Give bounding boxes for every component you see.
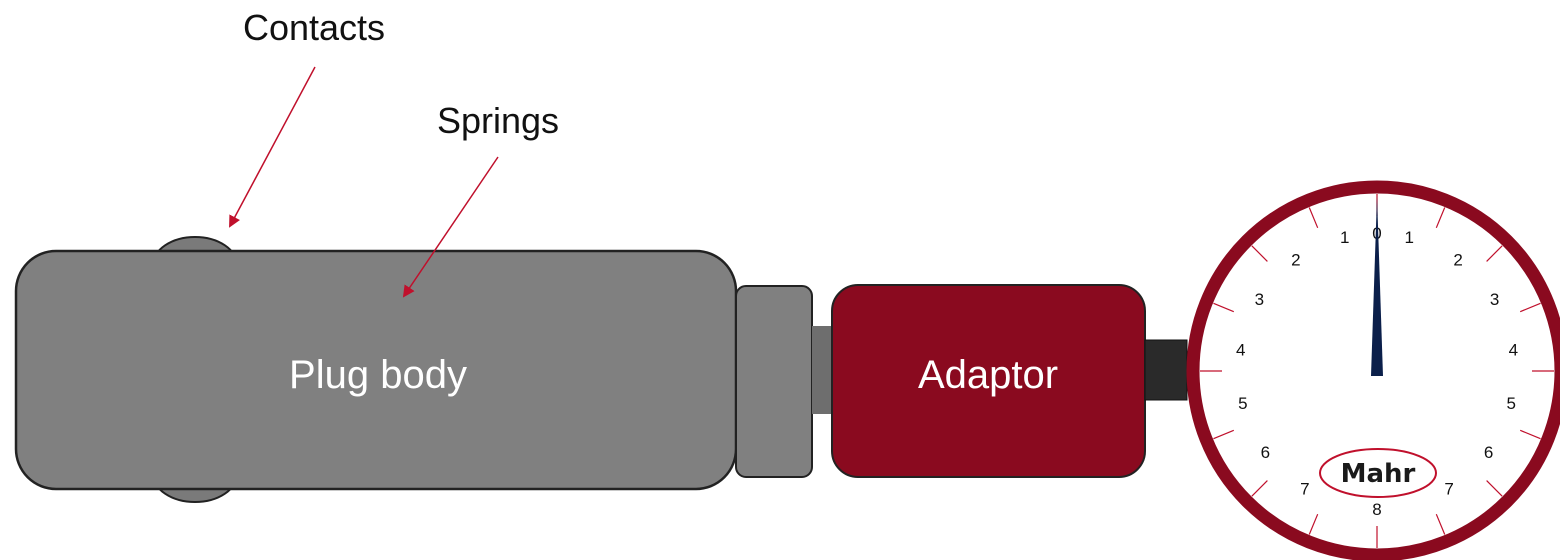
plug-collar bbox=[735, 285, 813, 478]
dial-number-right-7: 7 bbox=[1444, 480, 1453, 499]
dial-tick bbox=[1519, 302, 1541, 313]
dial-indicator: 0123456787654321 Mahr bbox=[1186, 180, 1560, 560]
dial-number-left-7: 7 bbox=[1300, 480, 1309, 499]
dial-number-right-1: 1 bbox=[1404, 228, 1413, 247]
dial-number-left-3: 3 bbox=[1255, 290, 1264, 309]
dial-needle bbox=[1371, 196, 1383, 376]
dial-tick bbox=[1486, 480, 1503, 497]
dial-tick bbox=[1519, 429, 1541, 440]
springs-arrow bbox=[402, 156, 499, 298]
dial-number-left-4: 4 bbox=[1236, 340, 1245, 359]
dial-number-bottom: 8 bbox=[1372, 500, 1381, 519]
dial-number-left-2: 2 bbox=[1291, 250, 1300, 269]
dial-tick bbox=[1435, 513, 1446, 535]
dial-number-right-3: 3 bbox=[1490, 290, 1499, 309]
dial-tick bbox=[1251, 480, 1268, 497]
plug-shaft bbox=[812, 326, 834, 414]
dial-number-right-4: 4 bbox=[1509, 340, 1518, 359]
brand-logo-text: Mahr bbox=[1341, 459, 1416, 489]
dial-tick bbox=[1308, 207, 1319, 229]
dial-number-right-2: 2 bbox=[1453, 250, 1462, 269]
dial-stem bbox=[1144, 339, 1188, 401]
contacts-arrow bbox=[229, 66, 316, 228]
dial-ticks bbox=[1200, 194, 1554, 548]
dial-tick bbox=[1213, 429, 1235, 440]
dial-tick bbox=[1308, 513, 1319, 535]
dial-number-right-5: 5 bbox=[1506, 394, 1515, 413]
brand-logo bbox=[1319, 448, 1437, 498]
dial-tick bbox=[1213, 302, 1235, 313]
dial-number-right-6: 6 bbox=[1484, 443, 1493, 462]
adaptor-label: Adaptor bbox=[918, 353, 1058, 397]
dial-number-left-1: 1 bbox=[1340, 228, 1349, 247]
springs-label: Springs bbox=[437, 100, 559, 141]
dial-tick bbox=[1251, 245, 1268, 262]
dial-tick bbox=[1486, 245, 1503, 262]
dial-tick bbox=[1435, 207, 1446, 229]
contacts-label: Contacts bbox=[243, 7, 385, 48]
plug-body-label: Plug body bbox=[289, 353, 467, 397]
dial-number-left-5: 5 bbox=[1238, 394, 1247, 413]
dial-number-left-6: 6 bbox=[1261, 443, 1270, 462]
